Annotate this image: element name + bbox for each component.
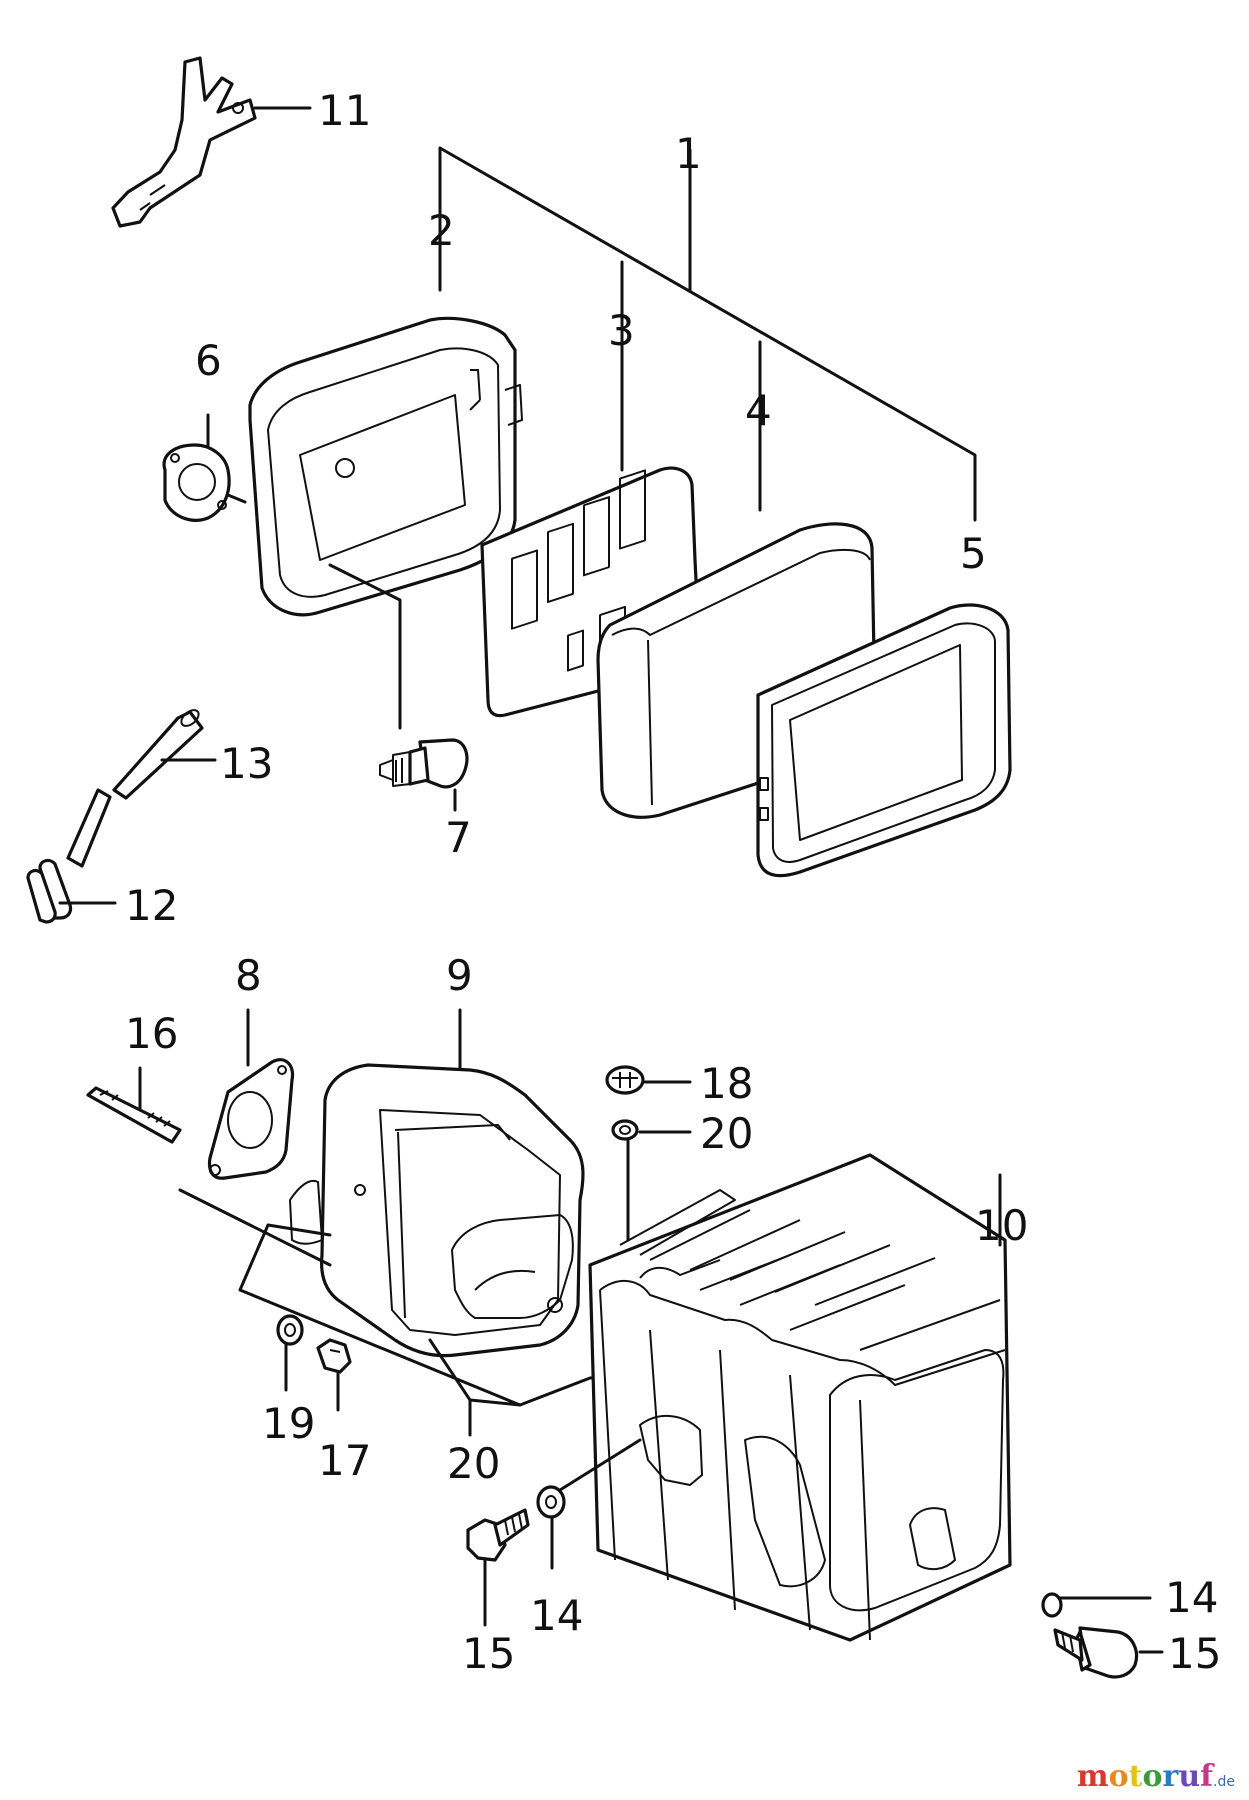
part-16-stud	[86, 1066, 182, 1144]
watermark-letter: o	[1108, 1759, 1129, 1794]
watermark-suffix: .de	[1213, 1774, 1235, 1790]
callout-12: 12	[125, 881, 178, 930]
watermark-letter: f	[1200, 1759, 1214, 1794]
callout-14-right: 14	[1165, 1573, 1218, 1622]
callout-11: 11	[318, 86, 371, 135]
callout-17: 17	[318, 1436, 371, 1485]
part-11-bracket	[111, 56, 312, 228]
callout-2: 2	[428, 206, 455, 255]
watermark-letter: u	[1178, 1759, 1201, 1794]
part-14-washer-right	[1041, 1592, 1152, 1618]
watermark-letter: t	[1128, 1759, 1143, 1794]
part-18-nut	[605, 1065, 692, 1095]
part-19-washer	[276, 1314, 304, 1392]
part-12-clip	[26, 858, 117, 924]
callout-10: 10	[975, 1201, 1028, 1250]
callout-15-right: 15	[1168, 1629, 1221, 1678]
callout-18: 18	[700, 1059, 753, 1108]
part-17-nut	[316, 1338, 352, 1412]
callout-19: 19	[262, 1399, 315, 1448]
part-15-bolt-left	[466, 1508, 530, 1627]
callout-7: 7	[445, 813, 472, 862]
callout-15-left: 15	[462, 1629, 515, 1678]
callout-16: 16	[125, 1009, 178, 1058]
part-2-air-cleaner-case	[248, 316, 523, 617]
watermark-letter: r	[1162, 1759, 1179, 1794]
callout-20-lower: 20	[447, 1439, 500, 1488]
callout-8: 8	[235, 951, 262, 1000]
callout-9: 9	[446, 951, 473, 1000]
callout-14-left: 14	[530, 1591, 583, 1640]
callout-20-upper: 20	[700, 1109, 753, 1158]
callout-3: 3	[608, 306, 635, 355]
part-5-cover	[756, 603, 1012, 878]
callout-6: 6	[195, 336, 222, 385]
callout-labels: 1 2 3 4 5 6 7 8 9 10 11 12 13 14 14 15 1…	[125, 86, 1221, 1678]
part-13-hose	[66, 709, 217, 868]
part-6-gasket	[162, 413, 247, 522]
callout-4: 4	[745, 386, 772, 435]
part-15-bolt-right	[1053, 1626, 1164, 1679]
part-10-muffler-guard	[588, 1153, 1012, 1642]
callout-5: 5	[960, 529, 987, 578]
callout-13: 13	[220, 739, 273, 788]
part-9-muffler	[289, 1008, 585, 1358]
watermark-letter: o	[1142, 1759, 1163, 1794]
watermark-letter: m	[1076, 1759, 1109, 1794]
callout-1: 1	[675, 129, 702, 178]
part-8-muffler-gasket	[207, 1008, 295, 1180]
part-14-washer-left	[536, 1438, 642, 1570]
lower-leader-lines	[178, 1188, 642, 1437]
kit-1-leader-lines	[438, 146, 977, 522]
watermark-logo: motoruf.de	[1077, 1759, 1235, 1794]
part-7-bolt	[328, 563, 469, 812]
